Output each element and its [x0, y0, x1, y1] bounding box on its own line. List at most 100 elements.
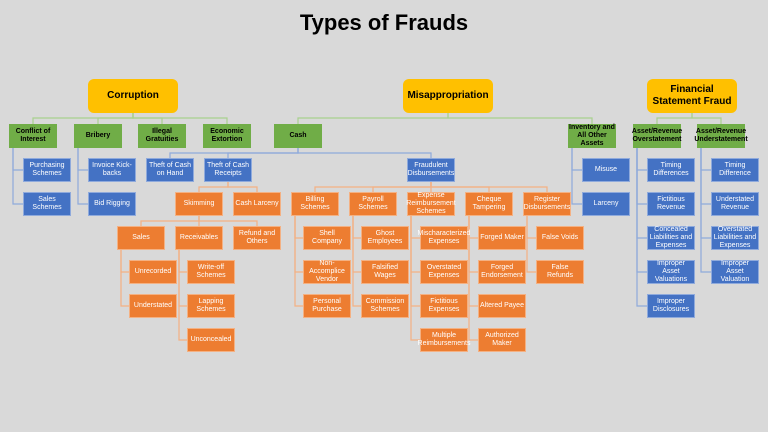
node-unrecorded: Unrecorded — [129, 260, 177, 284]
node-cash: Cash — [274, 124, 322, 148]
connector — [178, 250, 187, 273]
connector — [97, 113, 134, 124]
connector — [430, 182, 548, 192]
connector — [352, 216, 361, 239]
node-fictrev: Fictitious Revenue — [647, 192, 695, 216]
node-bribery: Bribery — [74, 124, 122, 148]
node-expense: Expense Reimbursement Schemes — [406, 192, 456, 216]
connector — [294, 216, 303, 307]
connector — [77, 148, 88, 205]
connector — [526, 216, 536, 239]
node-cashlarceny: Cash Larceny — [233, 192, 281, 216]
node-refund: Refund and Others — [233, 226, 281, 250]
connector — [227, 148, 299, 158]
connector — [297, 113, 449, 124]
connector — [120, 250, 129, 273]
connector — [700, 148, 711, 273]
node-billing: Billing Schemes — [291, 192, 339, 216]
connector — [294, 216, 303, 273]
connector — [140, 216, 200, 226]
node-conflict: Conflict of Interest — [9, 124, 57, 148]
connector — [700, 148, 711, 171]
node-ghost: Ghost Employees — [361, 226, 409, 250]
connector — [700, 148, 711, 239]
page-title: Types of Frauds — [299, 10, 469, 35]
node-corruption: Corruption — [88, 79, 178, 113]
node-altered: Altered Payee — [478, 294, 526, 318]
connector — [132, 113, 228, 124]
node-disbursements: Fraudulent Disbursements — [407, 158, 455, 182]
node-overexp: Overstated Expenses — [420, 260, 468, 284]
node-understatement: Asset/Revenue Understatement — [694, 124, 748, 148]
connector — [120, 250, 129, 307]
connector — [468, 216, 478, 341]
node-register: Register Disbursements — [523, 192, 571, 216]
node-impval2: Improper Asset Valuation — [711, 260, 759, 284]
node-onhand: Theft of Cash on Hand — [146, 158, 194, 182]
connector — [700, 148, 711, 205]
node-refunds: False Refunds — [536, 260, 584, 284]
connector — [77, 148, 88, 171]
node-skimming: Skimming — [175, 192, 223, 216]
connector — [656, 113, 693, 124]
node-multiple: Multiple Reimbursements — [418, 328, 470, 352]
node-overstatement: Asset/Revenue Overstatement — [632, 124, 682, 148]
connector — [410, 216, 420, 341]
connector — [571, 148, 582, 205]
node-concealed: Concealed Liabilities and Expenses — [647, 226, 695, 250]
node-nonaccomplice: Non-Accomplice Vendor — [303, 260, 351, 284]
connector — [352, 216, 361, 273]
node-fictexp: Fictitious Expenses — [420, 294, 468, 318]
node-personal: Personal Purchase — [303, 294, 351, 318]
node-extortion: Economic Extortion — [203, 124, 251, 148]
connector — [372, 182, 432, 192]
connector — [636, 148, 647, 273]
node-purchasing: Purchasing Schemes — [23, 158, 71, 182]
node-writeoff: Write-off Schemes — [187, 260, 235, 284]
connector — [447, 113, 593, 124]
node-unconcealed: Unconcealed — [187, 328, 235, 352]
node-voids: False Voids — [536, 226, 584, 250]
node-impdisc: Improper Disclosures — [647, 294, 695, 318]
connector — [178, 250, 187, 307]
node-timing1: Timing Differences — [647, 158, 695, 182]
node-fsf: Financial Statement Fraud — [647, 79, 737, 113]
node-mischar: Mischaracterized Expenses — [418, 226, 470, 250]
node-overliab: Overstated Liabilities and Expenses — [711, 226, 759, 250]
node-shell: Shell Company — [303, 226, 351, 250]
connector — [636, 148, 647, 171]
node-inventory: Inventory and All Other Assets — [568, 124, 616, 148]
node-salesschemes: Sales Schemes — [23, 192, 71, 216]
connector — [297, 148, 432, 158]
connector — [178, 250, 187, 341]
connector — [294, 216, 303, 239]
node-cheque: Cheque Tampering — [465, 192, 513, 216]
node-gratuities: Illegal Gratuities — [138, 124, 186, 148]
connector — [571, 148, 582, 171]
connector — [526, 216, 536, 273]
connector — [636, 148, 647, 239]
node-receipts: Theft of Cash Receipts — [204, 158, 252, 182]
connector — [636, 148, 647, 307]
connector — [12, 148, 23, 171]
node-larceny: Larceny — [582, 192, 630, 216]
connector — [12, 148, 23, 205]
node-receivables: Receivables — [175, 226, 223, 250]
connector — [636, 148, 647, 205]
connector — [227, 182, 258, 192]
node-bidrigging: Bid Rigging — [88, 192, 136, 216]
node-timing2: Timing Difference — [711, 158, 759, 182]
node-impval1: Improper Asset Valuations — [647, 260, 695, 284]
node-underrev: Understated Revenue — [711, 192, 759, 216]
node-misappropriation: Misappropriation — [403, 79, 493, 113]
node-forgedmaker: Forged Maker — [478, 226, 526, 250]
node-sales: Sales — [117, 226, 165, 250]
node-authorized: Authorized Maker — [478, 328, 526, 352]
connector — [198, 182, 229, 192]
node-misuse: Misuse — [582, 158, 630, 182]
node-payroll: Payroll Schemes — [349, 192, 397, 216]
connector — [198, 216, 258, 226]
node-lapping: Lapping Schemes — [187, 294, 235, 318]
node-commission: Commission Schemes — [361, 294, 409, 318]
